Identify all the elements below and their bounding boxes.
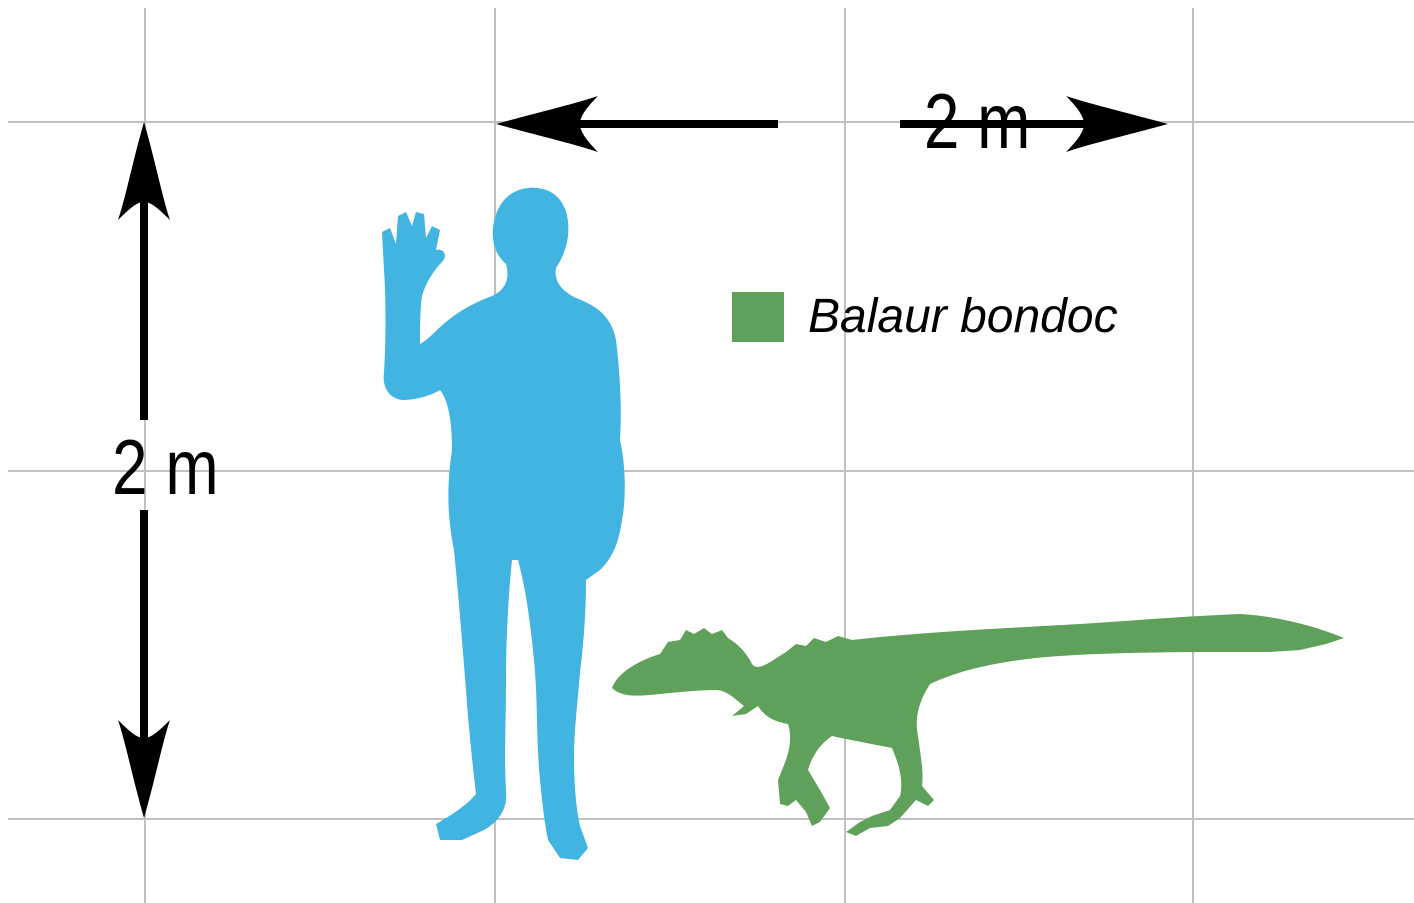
legend-swatch-balaur xyxy=(732,292,784,342)
vertical-scale-label: 2 m xyxy=(112,424,219,511)
balaur-silhouette xyxy=(612,614,1344,836)
human-body xyxy=(382,188,625,860)
human-silhouette xyxy=(382,188,625,860)
balaur-body xyxy=(612,614,1344,836)
horizontal-scale-label: 2 m xyxy=(924,78,1031,165)
legend: Balaur bondoc xyxy=(732,290,1118,343)
legend-label-balaur: Balaur bondoc xyxy=(808,290,1118,343)
horizontal-scale-arrow xyxy=(496,96,1168,152)
grid xyxy=(8,8,1414,903)
